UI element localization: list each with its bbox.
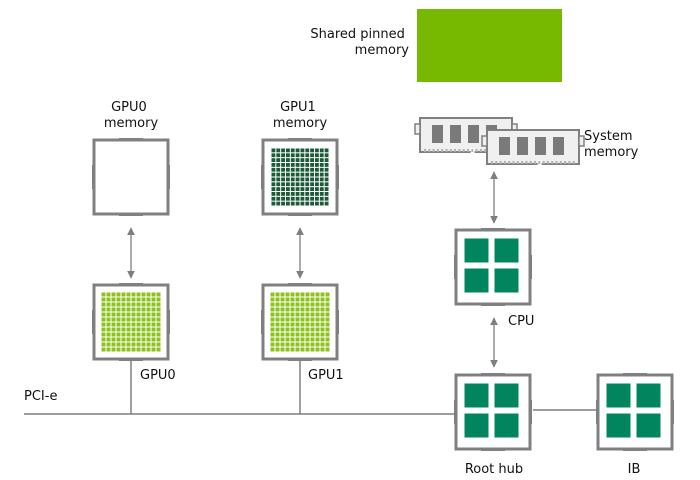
- ib-label: IB: [628, 462, 641, 477]
- gpu0-label: GPU0: [140, 368, 176, 383]
- gpu0-memory-label: GPU0 memory: [104, 100, 159, 131]
- gpu-core-grid: [101, 292, 161, 352]
- pcie-label: PCI-e: [24, 389, 57, 404]
- gpu1-memory-label: GPU1 memory: [273, 100, 328, 131]
- gpu0-memory-chip: [92, 138, 170, 216]
- memory-module-icon: [481, 129, 585, 165]
- ib-chip: [596, 373, 674, 451]
- shared-pinned-memory-label: Shared pinned memory: [310, 27, 409, 58]
- cpu-core-blocks: [606, 383, 661, 438]
- cpu-label: CPU: [508, 314, 534, 329]
- cpu-core-blocks: [464, 238, 519, 293]
- memory-cell-grid: [271, 148, 329, 206]
- chip-frame: [92, 138, 170, 216]
- shared-pinned-memory-block: [417, 9, 562, 82]
- gpu0-chip: [92, 283, 170, 361]
- gpu1-memory-chip: [261, 138, 339, 216]
- gpu-core-grid: [270, 292, 330, 352]
- root-hub-label: Root hub: [465, 462, 523, 477]
- cpu-chip: [454, 228, 532, 306]
- cpu-core-blocks: [464, 383, 519, 438]
- system-memory-label: System memory: [584, 129, 639, 160]
- root-hub-chip: [454, 373, 532, 451]
- gpu1-chip: [261, 283, 339, 361]
- gpu1-label: GPU1: [308, 368, 344, 383]
